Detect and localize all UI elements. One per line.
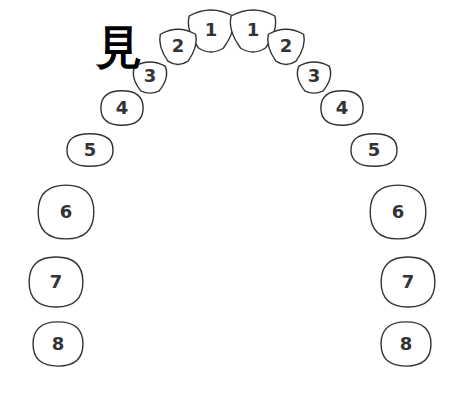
tooth-outline: 5 [66, 133, 114, 167]
tooth-number: 7 [28, 256, 84, 308]
tooth-number: 3 [294, 57, 334, 95]
tooth-number: 5 [350, 133, 398, 167]
tooth-number: 4 [320, 90, 364, 126]
tooth-outline: 8 [380, 321, 432, 367]
tooth-outline: 1 [185, 5, 237, 55]
tooth-number: 8 [32, 321, 84, 367]
tooth-number: 2 [157, 25, 199, 67]
tooth-number: 7 [380, 256, 436, 308]
tooth-outline: 2 [157, 25, 199, 67]
tooth-number: 5 [66, 133, 114, 167]
tooth-outline: 2 [265, 25, 307, 67]
tooth-outline: 7 [380, 256, 436, 308]
tooth-outline: 6 [369, 184, 427, 240]
tooth-number: 8 [380, 321, 432, 367]
tooth-number: 4 [100, 90, 144, 126]
tooth-outline: 1 [227, 5, 279, 55]
tooth-outline: 4 [100, 90, 144, 126]
heading-fragment: 見 [96, 24, 142, 70]
tooth-number: 6 [369, 184, 427, 240]
tooth-outline: 8 [32, 321, 84, 367]
tooth-number: 6 [37, 184, 95, 240]
tooth-outline: 5 [350, 133, 398, 167]
tooth-number: 1 [185, 5, 237, 55]
tooth-outline: 6 [37, 184, 95, 240]
tooth-outline: 4 [320, 90, 364, 126]
tooth-number: 1 [227, 5, 279, 55]
tooth-outline: 7 [28, 256, 84, 308]
tooth-outline: 3 [294, 57, 334, 95]
tooth-number: 2 [265, 25, 307, 67]
